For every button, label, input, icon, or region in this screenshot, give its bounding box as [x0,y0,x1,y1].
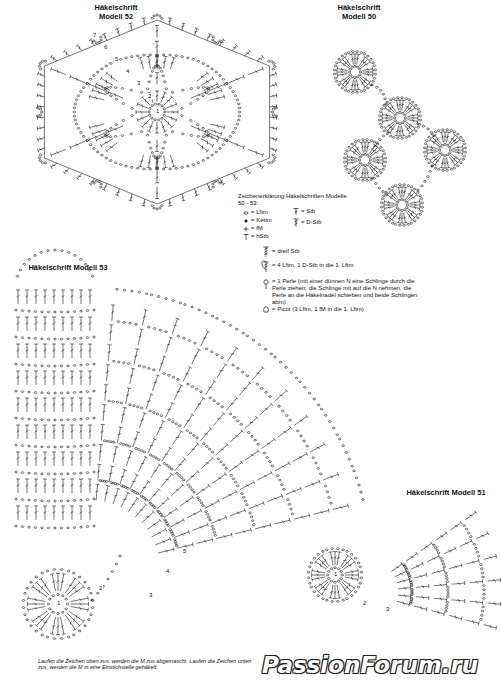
loop-tr-symbol [262,261,269,272]
legend-text: = Kettm [251,217,272,224]
row-number: 5 [114,56,119,63]
legend-text: = D-Stb [301,219,322,226]
row-number: 1 [333,571,338,578]
chart-heading: Häkelschrift Modell 50 [328,4,390,21]
legend-text: = Picot (3 Lftm, 1 fM in die 1. Lftm) [272,306,422,313]
chart-heading: Häkelschrift Modell 53 [8,264,128,273]
legend-text: = dreif Stb [272,248,422,255]
bead-stem [266,284,267,289]
legend-text: = 1 Perle (mit einer dünnen N eine Schli… [272,278,422,306]
row-number: 2 [147,93,152,100]
caption-note: Laufen die Zeichen oben zus, werden die … [38,658,253,671]
legend-text: = fM [251,225,263,232]
dtr-symbol [264,247,269,257]
chart-heading: Häkelschrift Modell 51 [396,489,496,498]
legend-text: = Stb [301,208,315,215]
sc-symbol [244,227,249,232]
row-number: 3 [148,592,153,599]
crochet-chart-50 [333,51,466,226]
row-number: 3 [385,606,390,613]
crochet-chart-52 [36,14,277,210]
row-number: 5 [182,548,187,555]
row-number: 6 [103,44,108,51]
row-number: 1 [56,600,61,607]
watermark: PassionForum.ru [262,652,478,678]
row-number: 7 [92,32,97,39]
row-number: 2 [362,600,367,607]
tr-symbol [294,219,299,227]
row-number: 2 [98,585,103,592]
legend-text: = hStb [251,233,269,240]
row-number: 4 [165,568,170,575]
row-number: 4 [125,68,130,75]
chain-symbol [244,212,248,214]
legend-text: = 4 Lftm, 1 D-Stb in die 1. Lftm [272,262,422,269]
legend-text: = Lftm [251,209,268,216]
crochet-chart-51 [307,511,500,630]
picot-symbol [264,307,269,312]
chart-heading: Häkelschrift Modell 52 [85,4,147,21]
row-number: 3 [136,80,141,87]
slip-stitch-symbol [245,220,247,222]
bead-symbol [264,280,268,284]
row-number: 1 [155,108,160,115]
hdc-symbol [244,235,249,241]
legend-title: Zeichenerklärung Häkelschriften Modelle … [238,193,350,207]
dc-symbol [294,209,299,216]
